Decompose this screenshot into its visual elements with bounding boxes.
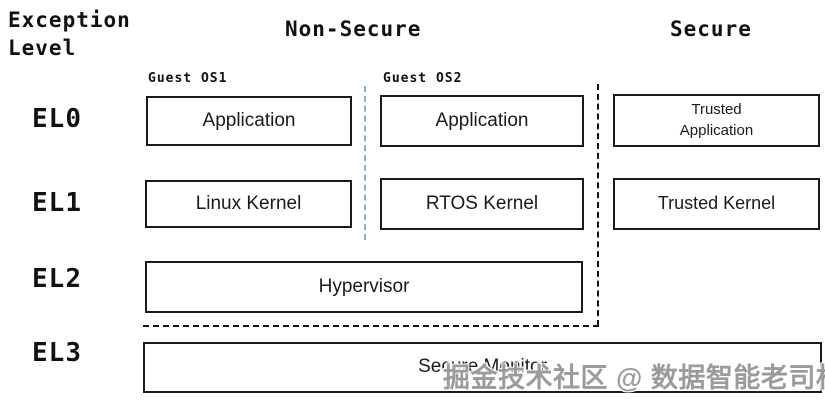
trusted-application-label-line1: Trusted — [691, 101, 742, 119]
trusted-kernel-box: Trusted Kernel — [613, 178, 820, 230]
site-watermark: 掘金技术社区 @ 数据智能老司机 — [443, 363, 825, 393]
application-box-guest-os1-label: Application — [202, 109, 296, 131]
page-title-line2: Level — [8, 36, 77, 60]
el1-label: EL1 — [32, 188, 82, 218]
hypervisor-label: Hypervisor — [318, 275, 410, 297]
page-title: Exception Level — [8, 6, 131, 62]
el2-label: EL2 — [32, 264, 82, 294]
trusted-application-box: Trusted Application — [613, 94, 820, 147]
linux-kernel-box: Linux Kernel — [145, 180, 352, 228]
hypervisor-box: Hypervisor — [145, 261, 583, 313]
el3-label: EL3 — [32, 338, 82, 368]
secure-monitor-label: Secure Monitor — [418, 356, 547, 378]
trusted-application-label-line2: Application — [679, 121, 754, 139]
guest-os-divider-line — [364, 86, 366, 240]
application-box-guest-os2-label: Application — [435, 109, 529, 131]
rtos-kernel-box: RTOS Kernel — [380, 178, 584, 230]
secure-header: Secure — [670, 17, 752, 41]
el0-label: EL0 — [32, 104, 82, 134]
non-secure-header: Non-Secure — [285, 17, 422, 41]
application-box-guest-os2: Application — [380, 95, 584, 147]
rtos-kernel-label: RTOS Kernel — [425, 192, 539, 214]
secure-monitor-box: Secure Monitor — [143, 342, 822, 393]
secure-world-divider-horizontal-line — [143, 325, 599, 327]
secure-world-divider-vertical-line — [597, 84, 599, 326]
linux-kernel-label: Linux Kernel — [195, 192, 302, 214]
guest-os1-label: Guest OS1 — [148, 71, 228, 86]
guest-os2-label: Guest OS2 — [383, 71, 463, 86]
application-box-guest-os1: Application — [146, 96, 352, 146]
trusted-kernel-label: Trusted Kernel — [657, 193, 776, 214]
page-title-line1: Exception — [8, 8, 131, 32]
